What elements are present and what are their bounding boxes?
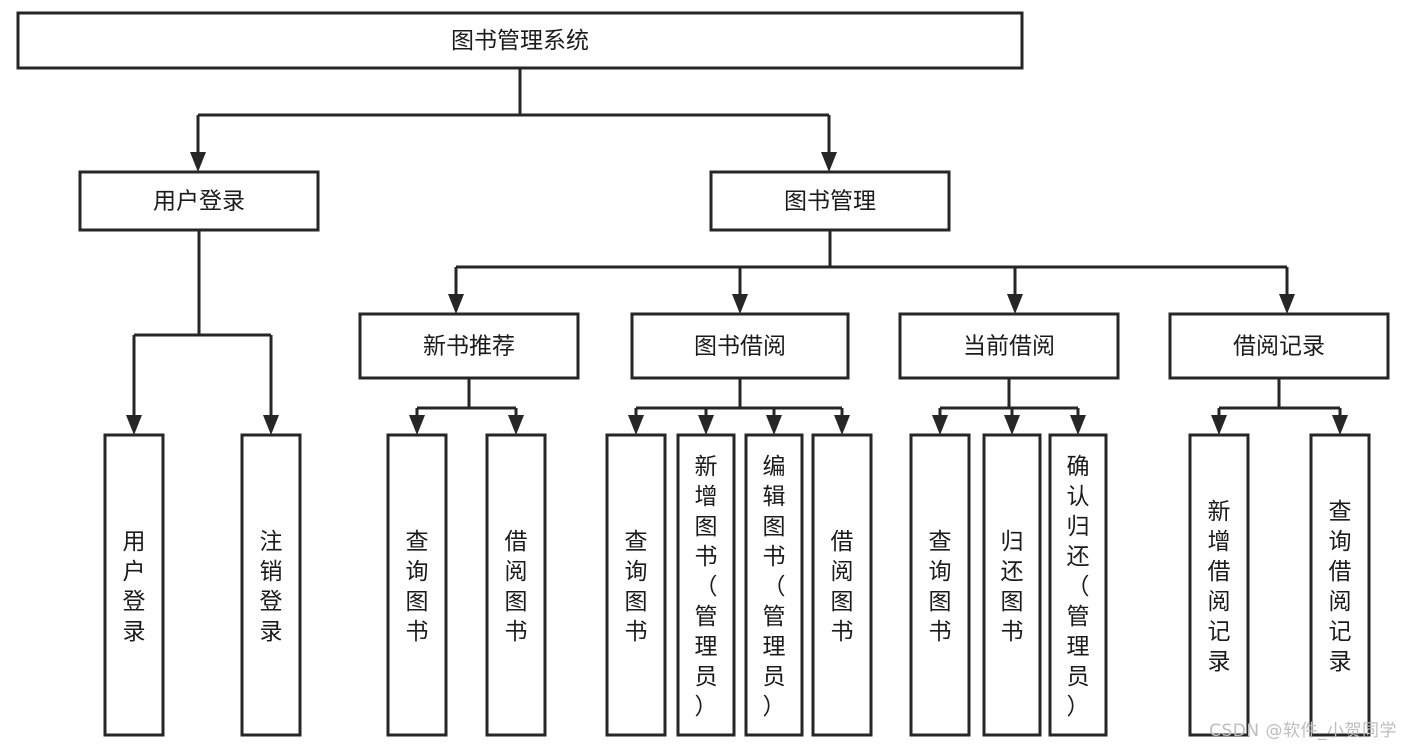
login-drop-1-arrowhead xyxy=(263,415,279,435)
leaf-box[interactable] xyxy=(103,433,165,737)
level3-label: 新书推荐 xyxy=(423,334,515,360)
root-drop-0-arrowhead xyxy=(190,152,206,172)
group-3-drop-1-arrowhead xyxy=(1332,415,1348,435)
nodes-layer: 图书管理系统用户登录图书管理新书推荐图书借阅当前借阅借阅记录用户登录注销登录查询… xyxy=(16,11,1390,737)
group-2-drop-2-arrowhead xyxy=(1070,415,1086,435)
leaf-node[interactable]: 新增图书（管理员） xyxy=(676,433,736,737)
root-box[interactable] xyxy=(16,11,1024,70)
level3-label: 借阅记录 xyxy=(1233,334,1325,360)
level2-box[interactable] xyxy=(78,170,320,232)
leaf-label: 注销登录 xyxy=(260,529,283,645)
leaf-label: 归还图书 xyxy=(1001,529,1024,645)
level3-label: 当前借阅 xyxy=(963,334,1055,360)
level3-node[interactable]: 当前借阅 xyxy=(898,312,1120,380)
level3-box[interactable] xyxy=(1168,312,1390,380)
group-1-drop-1-arrowhead xyxy=(698,415,714,435)
group-1-drop-3-arrowhead xyxy=(834,415,850,435)
leaf-label: 新增借阅记录 xyxy=(1208,499,1231,675)
manage-drop-0-arrowhead xyxy=(448,294,464,314)
level2-node[interactable]: 用户登录 xyxy=(78,170,320,232)
level3-box[interactable] xyxy=(630,312,850,380)
level2-label: 用户登录 xyxy=(153,189,245,215)
login-drop-0-arrowhead xyxy=(126,415,142,435)
leaf-box[interactable] xyxy=(386,433,448,737)
level3-node[interactable]: 图书借阅 xyxy=(630,312,850,380)
leaf-node[interactable]: 编辑图书（管理员） xyxy=(744,433,804,737)
leaf-box[interactable] xyxy=(909,433,971,737)
leaf-label: 查询图书 xyxy=(625,529,648,645)
leaf-box[interactable] xyxy=(811,433,873,737)
leaf-box[interactable] xyxy=(676,433,736,737)
leaf-label: 确认归还（管理员） xyxy=(1067,454,1090,720)
leaf-node[interactable]: 借阅图书 xyxy=(485,433,547,737)
group-2-drop-1-arrowhead xyxy=(1004,415,1020,435)
leaf-label: 查询借阅记录 xyxy=(1329,499,1352,675)
leaf-node[interactable]: 查询图书 xyxy=(909,433,971,737)
manage-drop-1-arrowhead xyxy=(732,294,748,314)
leaf-node[interactable]: 借阅图书 xyxy=(811,433,873,737)
leaf-label: 借阅图书 xyxy=(505,529,528,645)
group-0-drop-1-arrowhead xyxy=(508,415,524,435)
leaf-box[interactable] xyxy=(744,433,804,737)
level3-node[interactable]: 借阅记录 xyxy=(1168,312,1390,380)
manage-drop-2-arrowhead xyxy=(1007,294,1023,314)
group-2-drop-0-arrowhead xyxy=(932,415,948,435)
manage-drop-3-arrowhead xyxy=(1279,294,1295,314)
leaf-label: 查询图书 xyxy=(929,529,952,645)
leaf-box[interactable] xyxy=(605,433,667,737)
leaf-box[interactable] xyxy=(1048,433,1108,737)
root-drop-1-arrowhead xyxy=(821,152,837,172)
leaf-box[interactable] xyxy=(982,433,1042,737)
leaf-label: 借阅图书 xyxy=(831,529,854,645)
level2-node[interactable]: 图书管理 xyxy=(709,170,951,232)
level3-node[interactable]: 新书推荐 xyxy=(358,312,580,380)
root-node[interactable]: 图书管理系统 xyxy=(16,11,1024,70)
level2-label: 图书管理 xyxy=(784,189,876,215)
group-1-drop-0-arrowhead xyxy=(628,415,644,435)
leaf-box[interactable] xyxy=(485,433,547,737)
group-1-drop-2-arrowhead xyxy=(766,415,782,435)
leaf-node[interactable]: 归还图书 xyxy=(982,433,1042,737)
leaf-label: 用户登录 xyxy=(123,529,146,645)
level3-label: 图书借阅 xyxy=(694,334,786,360)
leaf-node[interactable]: 查询借阅记录 xyxy=(1309,433,1371,737)
group-0-drop-0-arrowhead xyxy=(409,415,425,435)
leaf-label: 编辑图书（管理员） xyxy=(763,454,786,720)
csdn-watermark: CSDN @软件_小贺同学 xyxy=(1209,721,1397,741)
leaf-box[interactable] xyxy=(1188,433,1250,737)
root-label: 图书管理系统 xyxy=(451,28,589,54)
leaf-node[interactable]: 查询图书 xyxy=(386,433,448,737)
level3-box[interactable] xyxy=(898,312,1120,380)
leaf-label: 查询图书 xyxy=(406,529,429,645)
leaf-node[interactable]: 查询图书 xyxy=(605,433,667,737)
leaf-label: 新增图书（管理员） xyxy=(695,454,718,720)
connectors-layer xyxy=(126,68,1348,435)
group-3-drop-0-arrowhead xyxy=(1211,415,1227,435)
leaf-node[interactable]: 新增借阅记录 xyxy=(1188,433,1250,737)
leaf-node[interactable]: 注销登录 xyxy=(240,433,302,737)
leaf-node[interactable]: 用户登录 xyxy=(103,433,165,737)
level3-box[interactable] xyxy=(358,312,580,380)
leaf-box[interactable] xyxy=(240,433,302,737)
leaf-node[interactable]: 确认归还（管理员） xyxy=(1048,433,1108,737)
level2-box[interactable] xyxy=(709,170,951,232)
leaf-box[interactable] xyxy=(1309,433,1371,737)
